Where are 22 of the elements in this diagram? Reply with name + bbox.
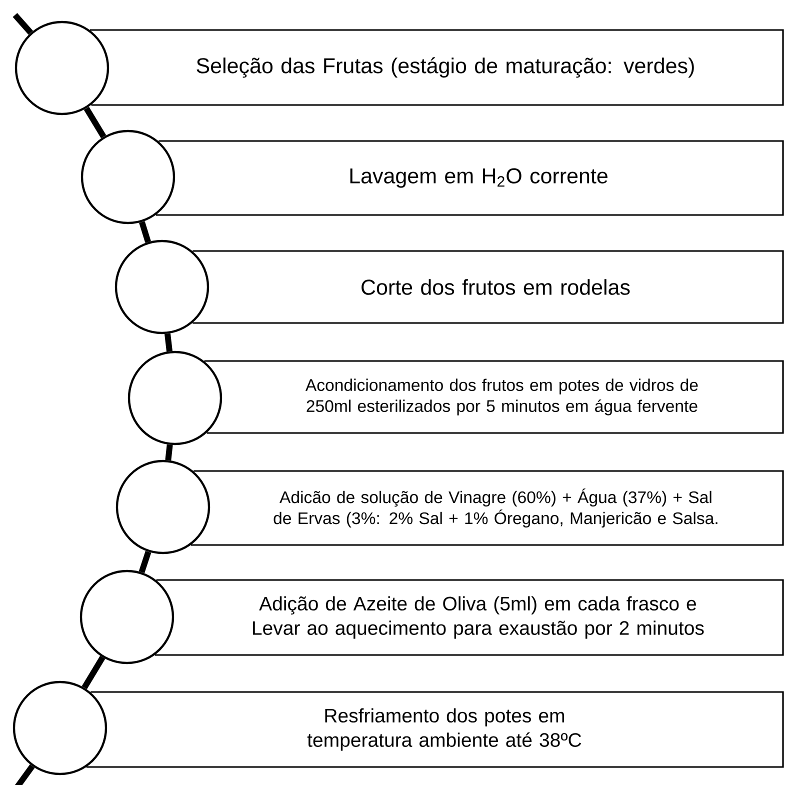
step-band: Resfriamento dos potes em temperatura ambiente até 38ºC <box>86 691 784 768</box>
step-band: Adicão de solução de Vinagre (60%) + Água (37%) + Sal de Ervas (3%: 2% Sal + 1% Óregano, Manjericão e Salsa. <box>190 470 784 546</box>
step-circle <box>128 350 222 446</box>
connector-line <box>165 444 173 461</box>
connector-line <box>84 106 106 138</box>
connector-line <box>12 13 33 35</box>
step-circle <box>14 20 110 116</box>
connector-line <box>138 550 152 574</box>
connector-line <box>139 221 151 243</box>
step-circle <box>116 460 210 554</box>
step-band: Seleção das Frutas (estágio de maturação: verdes) <box>90 29 784 106</box>
step-band: Acondicionamento dos frutos em potes de vidros de 250ml esterilizados por 5 minutos em água fervente <box>204 360 784 434</box>
step-band: Corte dos frutos em rodelas <box>192 250 784 324</box>
connector-line <box>82 656 106 690</box>
step-circle <box>80 570 174 664</box>
step-circle <box>114 240 210 334</box>
step-circle <box>12 680 108 776</box>
step-band: Lavagem em H$_{2}$O corrente <box>156 140 784 216</box>
connector-line <box>12 764 35 785</box>
connector-line <box>164 333 172 352</box>
step-circle <box>80 130 176 224</box>
step-band: Adição de Azeite de Oliva (5ml) em cada frasco e Levar ao aquecimento para exaustão por 2 minutos <box>154 579 784 656</box>
